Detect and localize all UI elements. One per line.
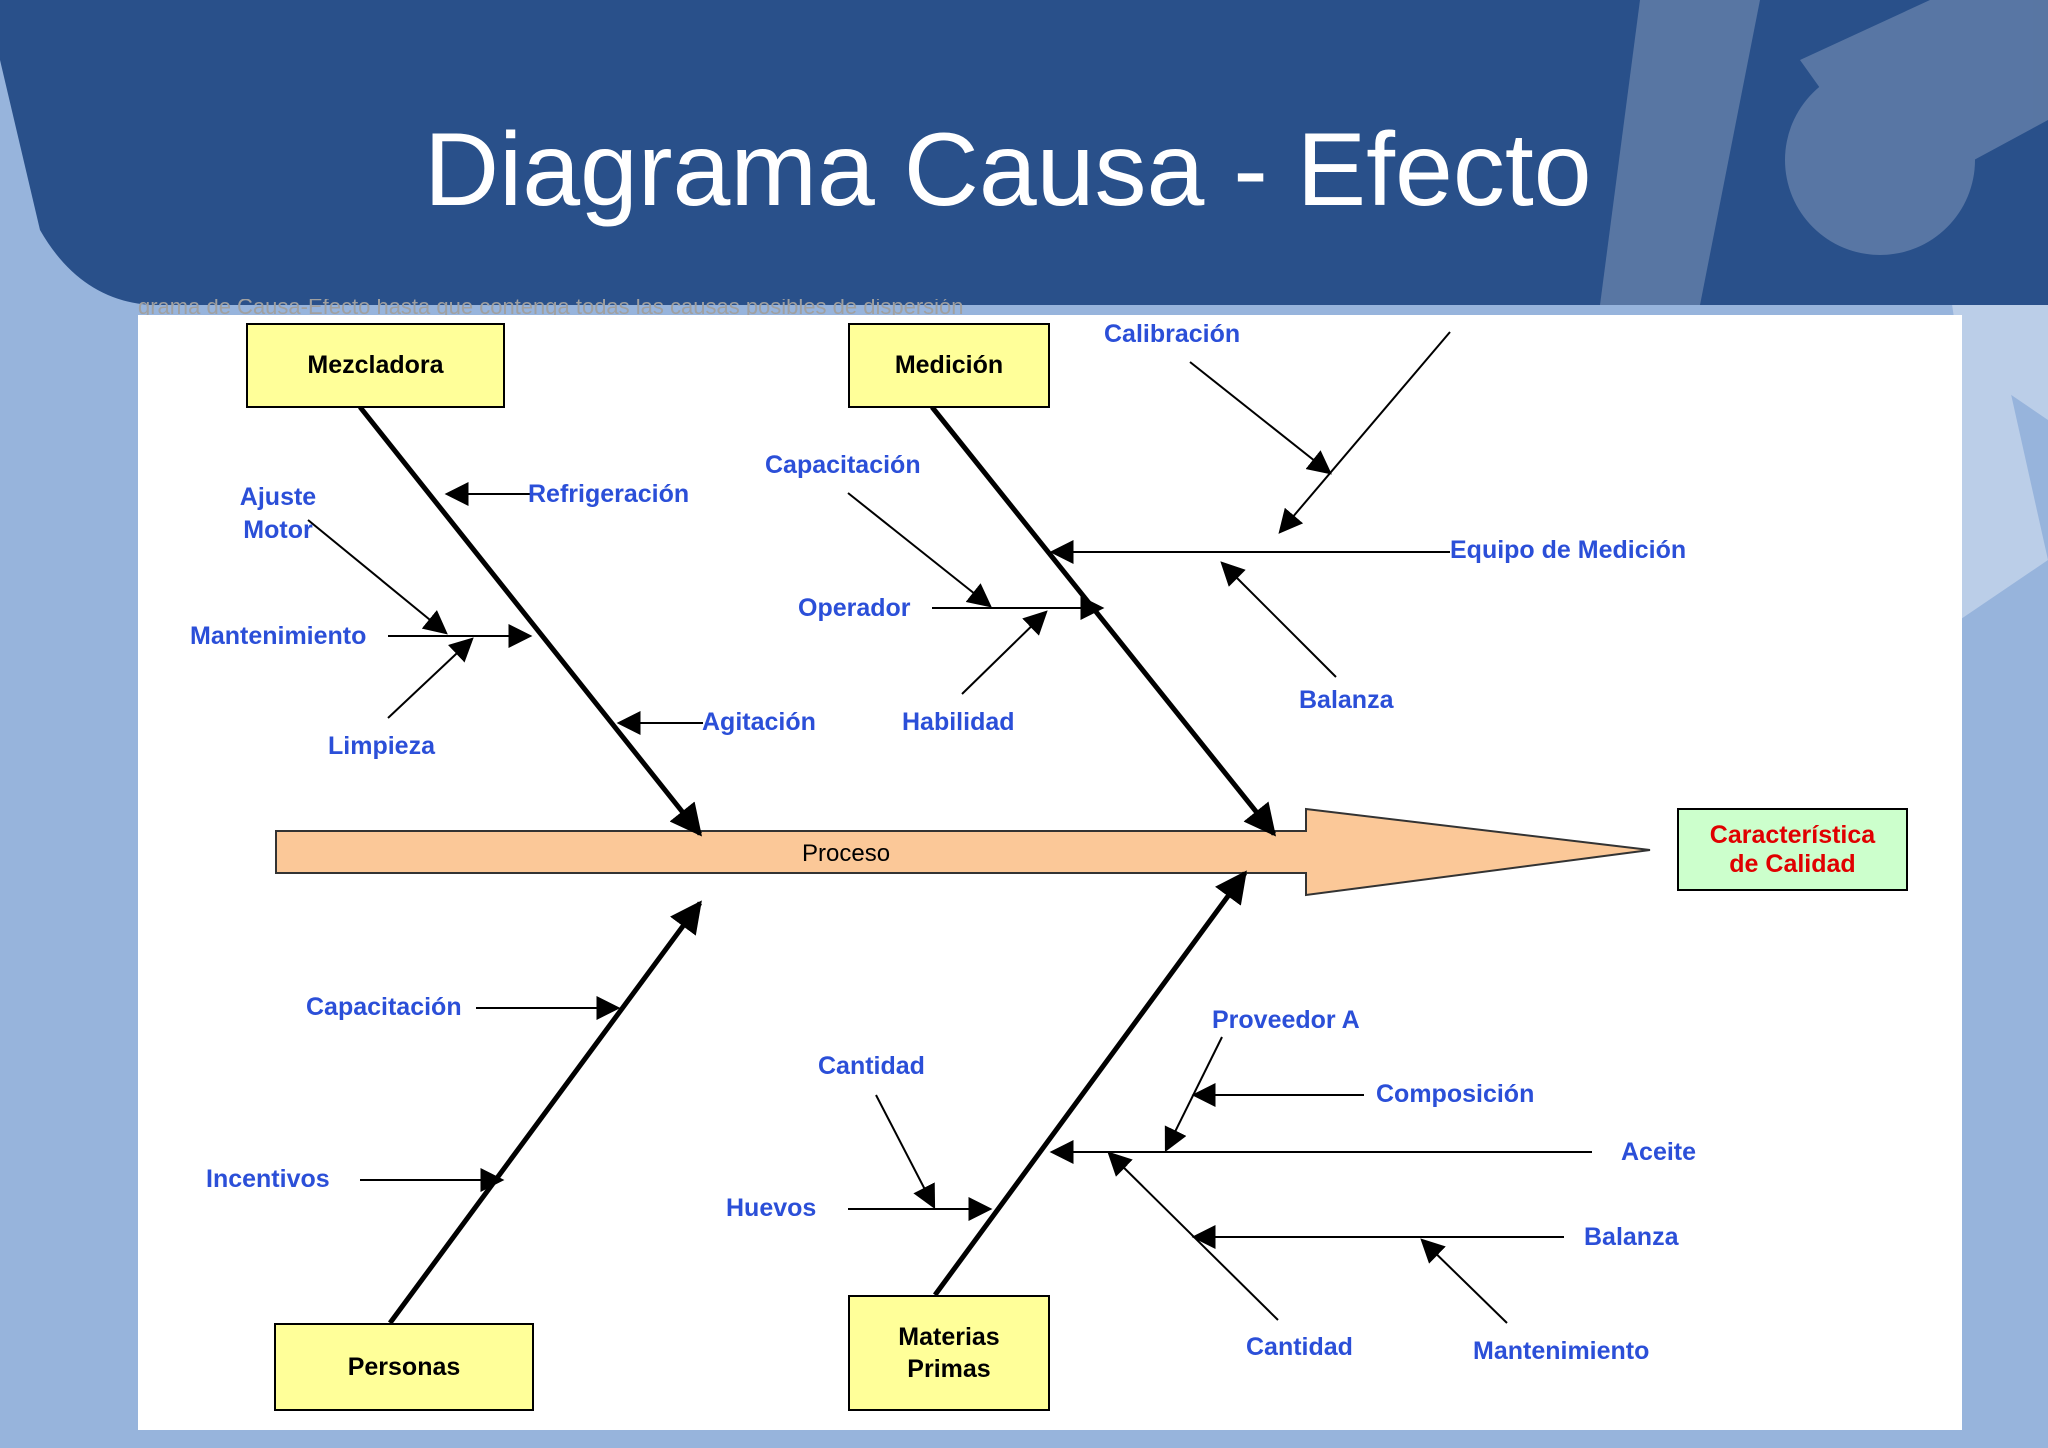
category-box-personas: Personas xyxy=(274,1323,534,1411)
stray-text-fragment: grama de Causa-Efecto hasta que contenga… xyxy=(138,299,964,315)
fishbone-diagram xyxy=(275,331,1651,1325)
cause-agitacion: Agitación xyxy=(702,708,816,736)
arrow-capacitacion-medicion xyxy=(847,492,992,608)
arrow-calibracion xyxy=(1189,361,1332,475)
category-label-personas: Personas xyxy=(347,1352,461,1381)
cause-equipo-medicion: Equipo de Medición xyxy=(1450,536,1687,564)
cause-mantenimiento-materias: Mantenimiento xyxy=(1473,1337,1650,1365)
cause-mantenimiento-mezcladora: Mantenimiento xyxy=(190,622,367,650)
cause-capacitacion-medicion: Capacitación xyxy=(765,451,921,479)
effect-box: Característica de Calidad xyxy=(1677,808,1908,891)
arrow-habilidad xyxy=(961,610,1048,695)
spine-label: Proceso xyxy=(802,840,891,867)
bone-materias-primas xyxy=(932,870,1248,1297)
category-label-mezcladora: Mezcladora xyxy=(307,351,444,380)
cause-operador: Operador xyxy=(798,594,911,622)
arrow-proveedor-a xyxy=(1164,1036,1223,1153)
cause-capacitacion-personas: Capacitación xyxy=(306,993,462,1021)
arrow-balanza-medicion xyxy=(1220,561,1337,678)
category-box-materias-primas: Materias Primas xyxy=(848,1295,1050,1411)
arrow-mantenimiento-materias xyxy=(1420,1238,1508,1324)
category-label-materias-line1: Materias xyxy=(898,1322,1000,1351)
arrow-ajuste-motor xyxy=(307,519,448,635)
process-spine-arrow xyxy=(275,807,1651,897)
category-label-materias-line2: Primas xyxy=(907,1355,991,1383)
cause-ajuste-line2: Motor xyxy=(243,515,313,544)
cause-habilidad: Habilidad xyxy=(902,708,1015,736)
cause-huevos: Huevos xyxy=(726,1194,817,1222)
cause-cantidad-huevos: Cantidad xyxy=(818,1052,925,1080)
cause-ajuste-motor: Ajuste Motor xyxy=(232,481,324,546)
cause-balanza-materias: Balanza xyxy=(1584,1223,1679,1251)
bone-mezcladora xyxy=(358,405,702,837)
cause-cantidad-aceite: Cantidad xyxy=(1246,1333,1353,1361)
slide-title: Diagrama Causa - Efecto xyxy=(424,112,1592,228)
cause-ajuste-line1: Ajuste xyxy=(239,483,317,511)
cause-aceite: Aceite xyxy=(1621,1138,1697,1166)
cause-limpieza: Limpieza xyxy=(328,732,435,760)
cause-refrigeracion: Refrigeración xyxy=(528,480,690,508)
category-box-mezcladora: Mezcladora xyxy=(246,323,505,408)
arrow-cantidad-huevos xyxy=(875,1094,936,1210)
category-label-medicion: Medición xyxy=(894,351,1004,380)
effect-label-line2: de Calidad xyxy=(1729,849,1856,878)
bone-medicion xyxy=(930,405,1277,837)
cause-balanza-medicion: Balanza xyxy=(1299,686,1394,714)
cause-proveedor-a: Proveedor A xyxy=(1212,1006,1360,1034)
arrow-limpieza xyxy=(387,637,474,719)
category-box-medicion: Medición xyxy=(848,323,1050,408)
arrow-calibracion-line xyxy=(1278,331,1451,534)
cause-incentivos: Incentivos xyxy=(206,1165,330,1193)
cause-calibracion: Calibración xyxy=(1104,320,1241,348)
bone-personas xyxy=(387,900,703,1325)
effect-label-line1: Característica xyxy=(1709,820,1876,849)
cause-composicion: Composición xyxy=(1376,1080,1535,1108)
